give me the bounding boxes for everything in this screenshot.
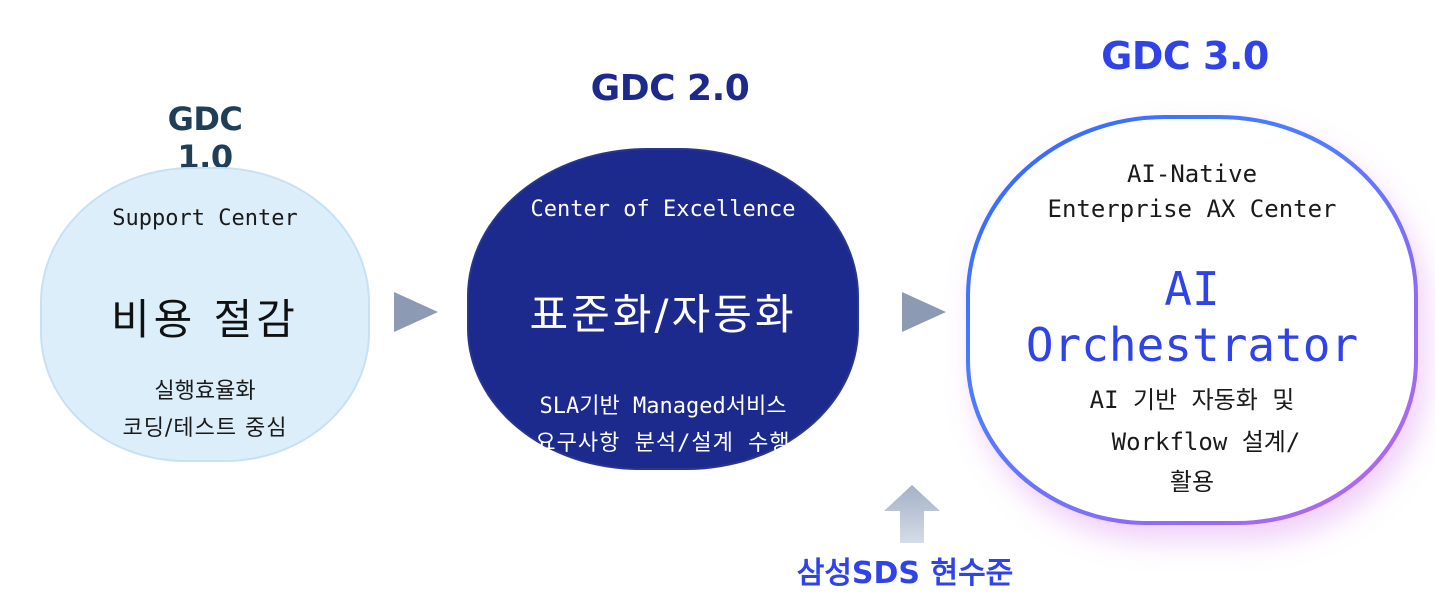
stage3-subtitle: AI-Native [1126, 160, 1258, 188]
arrow-right-icon [394, 292, 438, 332]
stage1-main-text: 비용 절감 [111, 295, 299, 344]
stage1-line: 실행효율화 [154, 379, 256, 404]
stage2-title: GDC 2.0 [590, 68, 750, 109]
stage3-bubble [966, 115, 1418, 525]
stage1-line: 코딩/테스트 중심 [122, 416, 288, 441]
stage1-title: GDC 1.0 [167, 100, 243, 176]
stage1-bubble [40, 167, 370, 462]
stage3-line: AI 기반 자동화 및 [1089, 386, 1295, 414]
stage1-subtitle: Support Center [112, 206, 298, 231]
stage2-line: SLA기반 Managed서비스 [539, 394, 787, 419]
arrow-up-icon [884, 485, 940, 543]
stage3-main-text: Orchestrator [1025, 318, 1359, 372]
stage3-title: GDC 3.0 [1101, 34, 1269, 78]
stage2-main-text: 표준화/자동화 [529, 290, 797, 339]
stage2-bubble [467, 148, 859, 470]
stage3-line: Workflow 설계/ [1111, 428, 1301, 456]
stage2-subtitle: Center of Excellence [530, 197, 796, 222]
stage3-main-text: AI [1164, 262, 1220, 316]
arrow-right-icon [902, 292, 946, 332]
stage2-line: 요구사항 분석/설계 수행 [535, 431, 791, 456]
stage3-subtitle: Enterprise AX Center [1047, 195, 1337, 223]
stage3-line: 활용 [1169, 468, 1215, 496]
current-level-label: 삼성SDS 현수준 [796, 556, 1014, 591]
stage3-bubble-inner [970, 119, 1414, 521]
